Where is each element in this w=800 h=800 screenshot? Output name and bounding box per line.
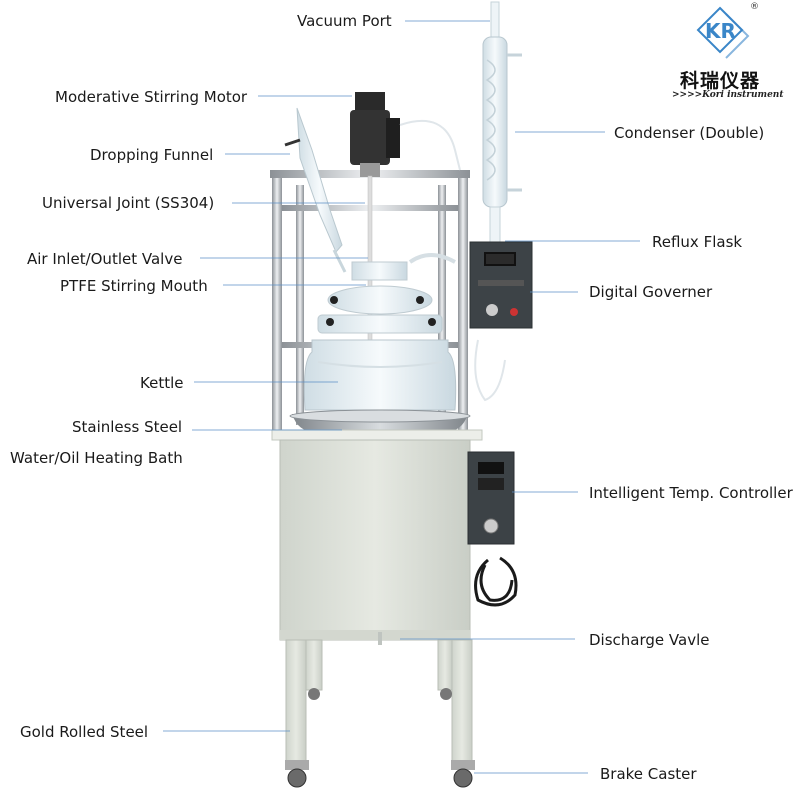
label-gold-steel: Gold Rolled Steel: [20, 723, 149, 741]
label-ptfe-mouth: PTFE Stirring Mouth: [60, 277, 208, 295]
label-stainless-steel: Stainless Steel: [72, 418, 183, 436]
label-stirring-motor: Moderative Stirring Motor: [55, 88, 248, 106]
label-condenser: Condenser (Double): [614, 124, 765, 142]
label-air-valve: Air Inlet/Outlet Valve: [27, 250, 183, 268]
leader-lines: [163, 20, 640, 774]
label-discharge-valve: Discharge Vavle: [589, 631, 710, 649]
label-vacuum-port: Vacuum Port: [297, 12, 392, 30]
kettle-vessel: [303, 339, 457, 411]
label-temp-controller: Intelligent Temp. Controller: [589, 484, 793, 502]
logo-initials: KR: [705, 19, 736, 43]
reactor-lid: [317, 261, 443, 334]
label-kettle: Kettle: [140, 374, 184, 392]
brand-name-cn: 科瑞仪器: [680, 70, 761, 92]
condenser: [482, 1, 522, 243]
brand-name-en: >>>>Kori instrument: [672, 90, 784, 100]
heating-bath-bowl: [289, 409, 471, 432]
label-reflux-flask: Reflux Flask: [652, 233, 743, 251]
registered-mark: ®: [750, 2, 759, 12]
digital-governor-box: [469, 241, 533, 329]
steel-legs: [285, 639, 473, 763]
label-brake-caster: Brake Caster: [600, 765, 697, 783]
brake-casters: [285, 688, 475, 788]
dropping-funnel: [284, 107, 347, 273]
label-digital-governer: Digital Governer: [589, 283, 713, 301]
label-dropping-funnel: Dropping Funnel: [90, 146, 214, 164]
label-heating-bath: Water/Oil Heating Bath: [10, 449, 183, 467]
heating-cabinet: [271, 429, 483, 641]
kori-logo-mark: KR: [696, 6, 750, 59]
label-universal-joint: Universal Joint (SS304): [42, 194, 215, 212]
temp-controller-panel: [467, 451, 518, 607]
